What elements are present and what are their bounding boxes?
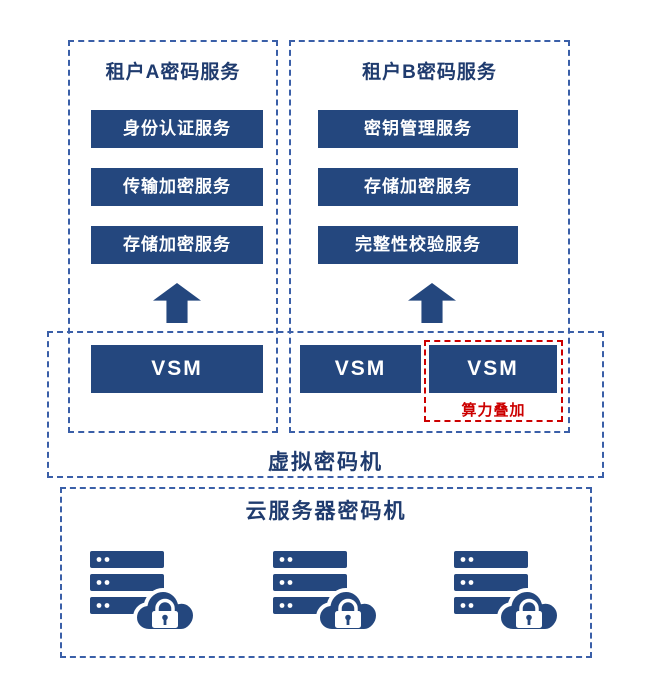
tenant-a-service-transport-encryption: 传输加密服务: [91, 168, 263, 206]
cloud-server-padlock-icon: [88, 549, 200, 641]
tenant-b-group-box: [289, 40, 570, 433]
tenant-b-title: 租户B密码服务: [362, 62, 497, 83]
cloud-icon: [132, 587, 198, 633]
tenant-a-service-identity-auth: 身份认证服务: [91, 110, 263, 148]
tenant-b-service-integrity-check: 完整性校验服务: [318, 226, 518, 264]
vsm-box-tenant-b-2: VSM: [429, 345, 557, 393]
virtual-hsm-layer-box: [47, 331, 604, 478]
padlock-icon: [338, 598, 358, 612]
padlock-icon: [155, 598, 175, 612]
cloud-server-padlock-icon: [273, 551, 381, 633]
cloud-icon: [315, 587, 381, 633]
padlock-icon: [519, 598, 539, 612]
tenant-a-group-box: [68, 40, 278, 433]
server-led-dots: [96, 557, 110, 608]
server-led-dots: [279, 557, 293, 608]
cloud-hsm-layer-box: [60, 487, 592, 658]
cloud-server-padlock-icon: [452, 549, 564, 641]
tenant-b-service-key-management: 密钥管理服务: [318, 110, 518, 148]
cloud-icon: [496, 587, 562, 633]
vsm-box-tenant-b-1: VSM: [300, 345, 421, 393]
cloud-server-padlock-icon: [90, 551, 198, 633]
server-led-dots: [460, 557, 474, 608]
tenant-b-service-storage-encryption: 存储加密服务: [318, 168, 518, 206]
virtual-hsm-layer-label: 虚拟密码机: [268, 451, 383, 474]
cloud-server-padlock-icon: [454, 551, 562, 633]
compute-stacking-highlight-box: [424, 340, 563, 422]
tenant-a-title: 租户A密码服务: [105, 62, 241, 83]
vsm-box-tenant-a: VSM: [91, 345, 263, 393]
cloud-server-padlock-icon: [271, 549, 383, 641]
compute-stacking-label: 算力叠加: [461, 402, 526, 419]
cloud-hsm-layer-label: 云服务器密码机: [245, 500, 407, 523]
tenant-a-service-storage-encryption: 存储加密服务: [91, 226, 263, 264]
